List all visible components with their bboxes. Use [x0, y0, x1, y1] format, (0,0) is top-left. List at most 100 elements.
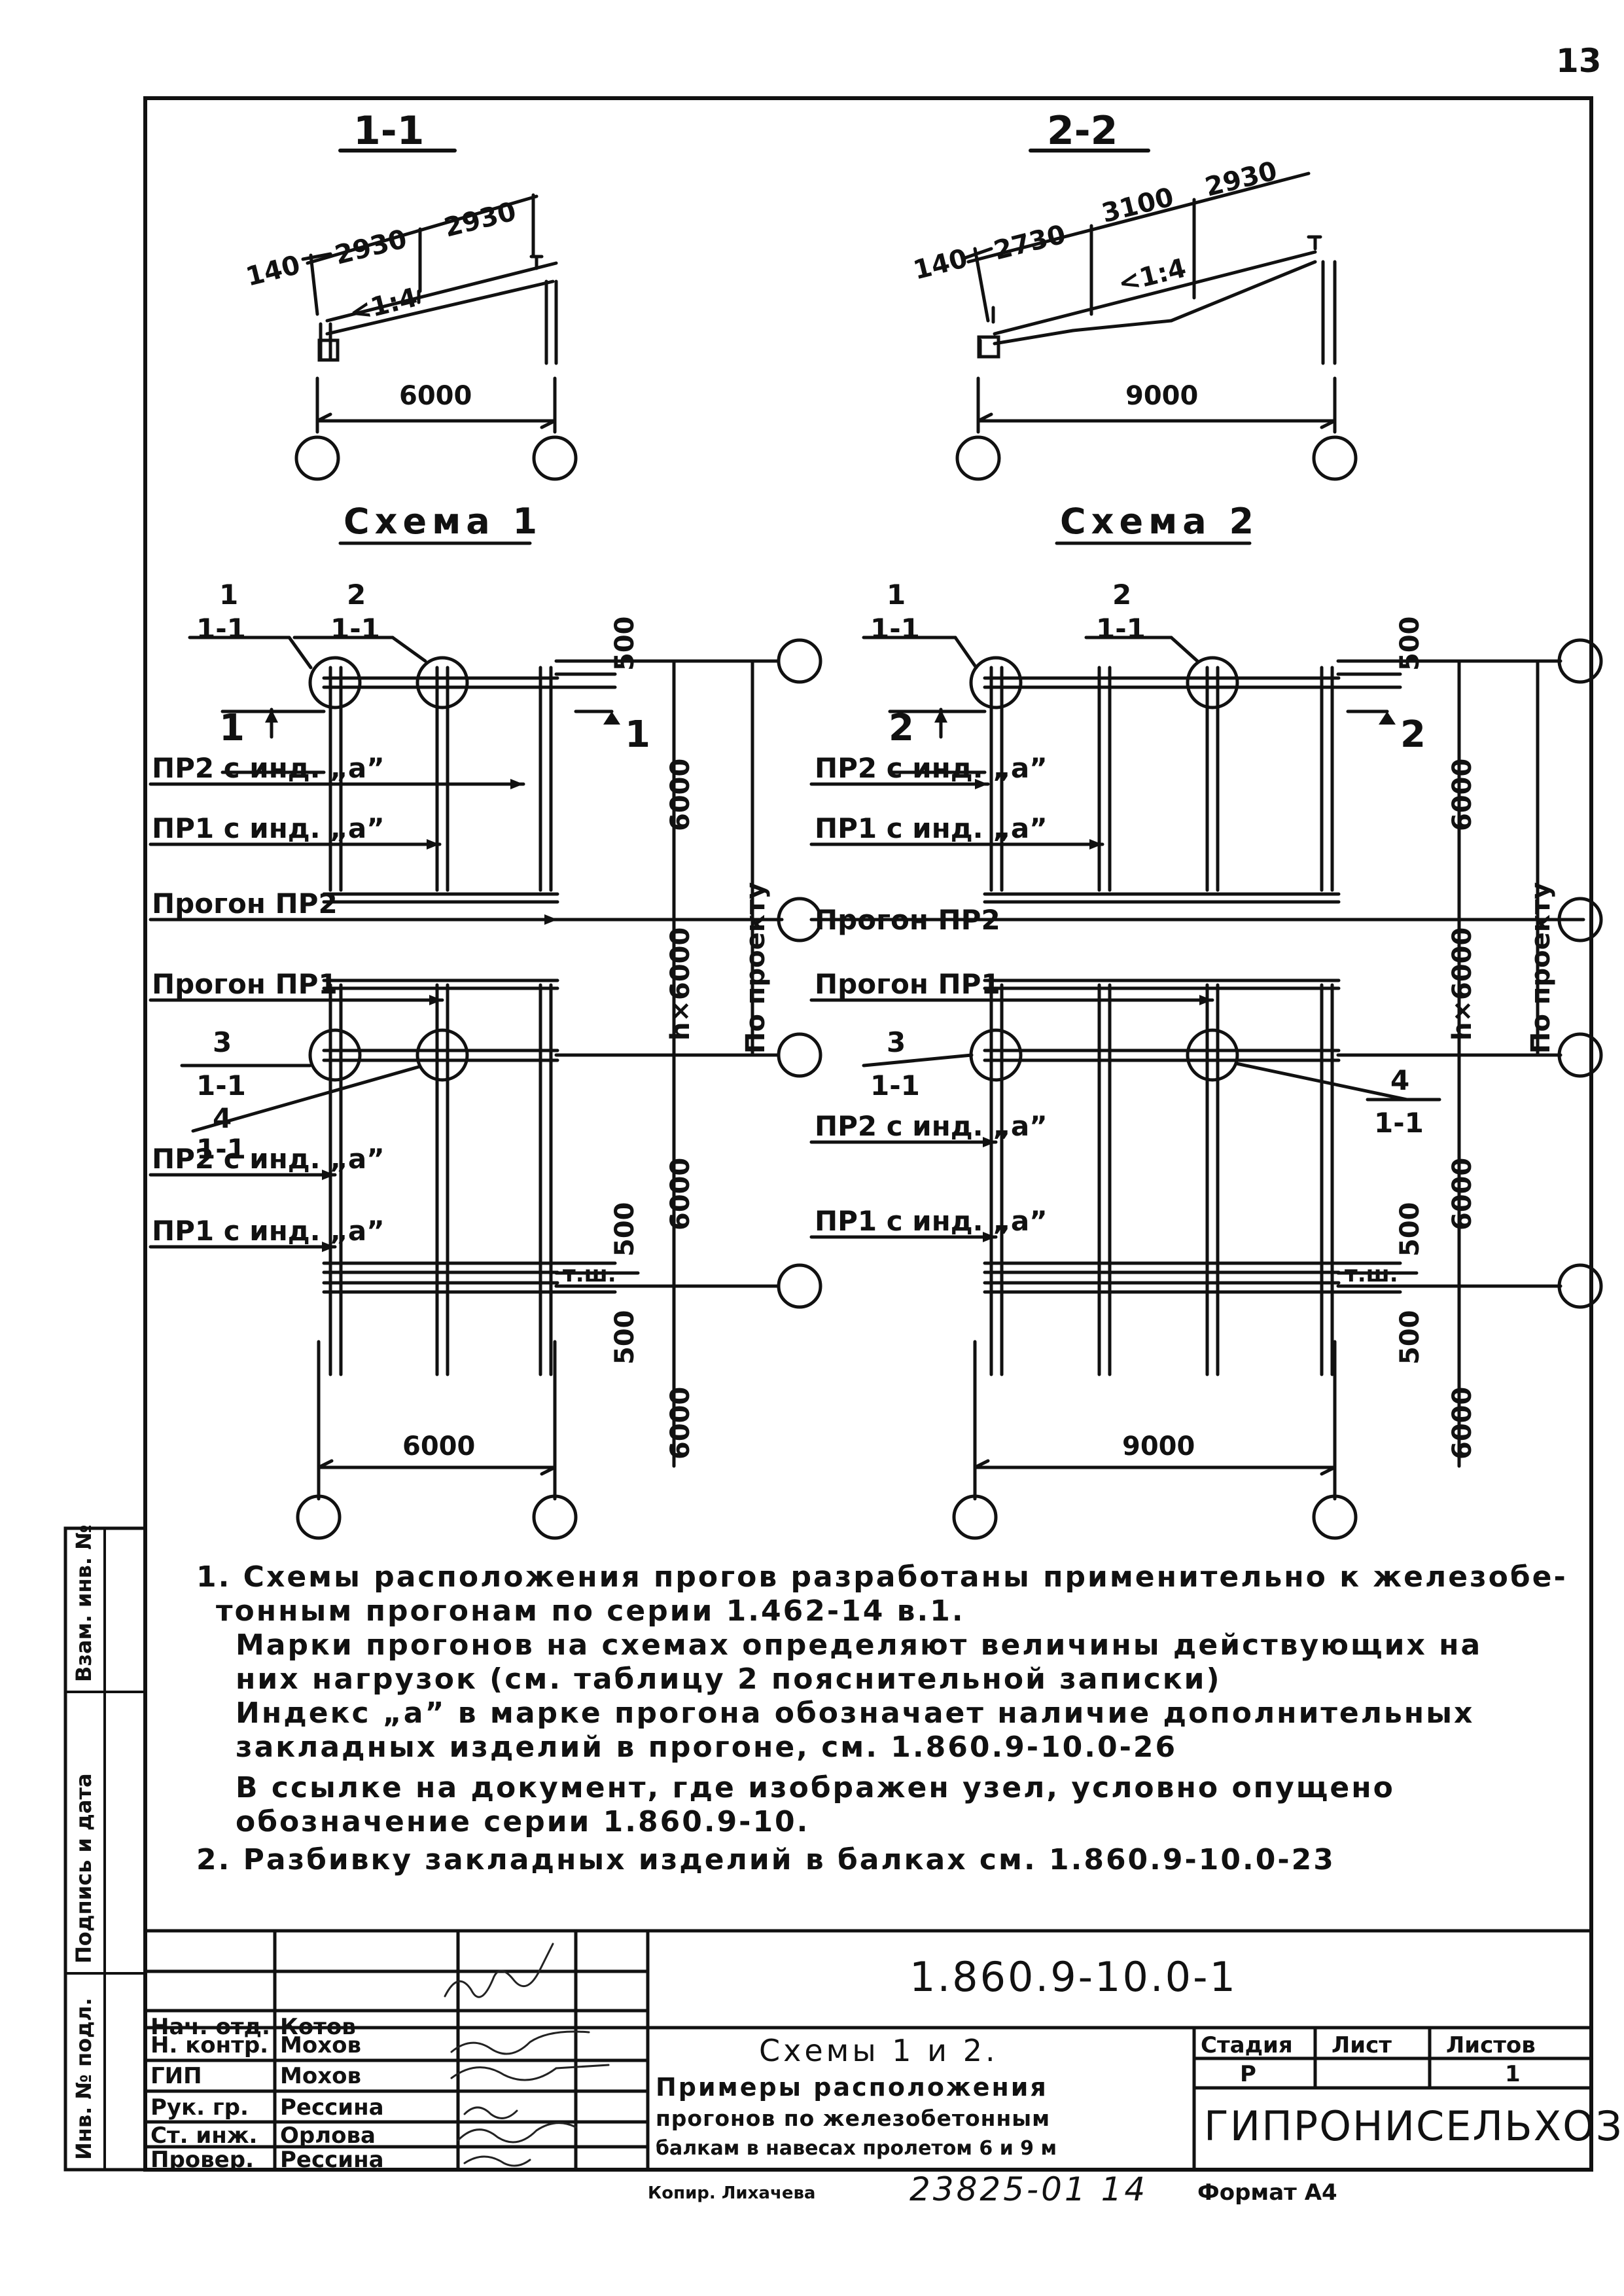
s1-vdim-500-low: 500: [610, 1310, 640, 1365]
scheme-2-drawing: [809, 636, 1603, 1540]
note-line-6: закладных изделий в прогоне, см. 1.860.9…: [236, 1731, 1178, 1764]
name-2: Мохов: [280, 2032, 361, 2058]
note-line-5: Индекс „а” в марке прогона обозначает на…: [236, 1696, 1475, 1730]
s1-vdim-6000-a: 6000: [665, 758, 696, 831]
s2-tw-label: т.ш.: [1345, 1261, 1398, 1287]
s1-callout-4-ref: 1-1: [196, 1133, 246, 1165]
drawing-title-line-3: балкам в навесах пролетом 6 и 9 м: [656, 2137, 1057, 2160]
role-1: Нач. отд.: [150, 2014, 270, 2040]
scheme-2-title: Схема 2: [1060, 501, 1260, 542]
drawing-title-line-2: прогонов по железобетонным: [656, 2106, 1051, 2131]
section-2-2-title: 2-2: [1047, 108, 1118, 154]
s1-label-pr2a-bottom: ПР2 с инд. „а”: [152, 1143, 385, 1175]
s1-label-pr2a-top: ПР2 с инд. „а”: [152, 752, 385, 784]
archive-number: 23825-01 14: [909, 2170, 1148, 2208]
section-2-2-drawing: [955, 149, 1358, 481]
scheme-1-drawing: [149, 636, 822, 1540]
side-stamp-signature-date: Подпись и дата: [71, 1773, 96, 1964]
scheme-1-title: Схема 1: [344, 501, 543, 542]
s1-cut-left: 1: [219, 707, 245, 749]
s1-callout-3-num: 3: [213, 1026, 232, 1058]
s2-label-pr2a-bottom: ПР2 с инд. „а”: [815, 1110, 1048, 1142]
page-number: 13: [1556, 42, 1602, 80]
s2-callout-3-ref: 1-1: [870, 1069, 920, 1102]
s2-span: 9000: [1125, 381, 1199, 411]
s2-callout-4-ref: 1-1: [1374, 1107, 1424, 1139]
s2-vdim-6000-b: 6000: [1447, 1157, 1477, 1230]
s1-callout-1-ref: 1-1: [196, 613, 246, 645]
name-3: Мохов: [280, 2063, 361, 2089]
side-stamp-inv-podl: Инв. № подл.: [71, 1998, 96, 2160]
note-line-9: 2. Разбивку закладных изделий в балках с…: [196, 1843, 1335, 1876]
s2-vdim-project: По проекту: [1526, 882, 1556, 1054]
s1-callout-2-ref: 1-1: [330, 613, 380, 645]
organization-name: ГИПРОНИСЕЛЬХОЗ: [1204, 2102, 1623, 2150]
s2-plan-span: 9000: [1122, 1431, 1195, 1462]
s2-vdim-6000-a: 6000: [1447, 758, 1477, 831]
s2-label-pr1a-top: ПР1 с инд. „а”: [815, 812, 1048, 844]
s2-label-pr1a-bottom: ПР1 с инд. „а”: [815, 1205, 1048, 1237]
name-6: Рессина: [280, 2147, 384, 2173]
value-sheets: 1: [1505, 2061, 1521, 2087]
s2-vdim-500-top: 500: [1395, 616, 1425, 672]
s1-vdim-6000-b: 6000: [665, 1157, 696, 1230]
value-stage: Р: [1240, 2061, 1256, 2087]
s2-cut-left: 2: [889, 707, 914, 749]
name-1: Котов: [280, 2014, 356, 2040]
s1-vdim-500-mid: 500: [610, 1202, 640, 1257]
s2-label-pr2: Прогон ПР2: [815, 904, 1000, 936]
s2-callout-1-ref: 1-1: [870, 613, 920, 645]
side-stamp-vzam-inv: Взам. инв. №: [71, 1524, 96, 1682]
s1-cut-right: 1: [625, 713, 650, 756]
s1-plan-span: 6000: [402, 1431, 476, 1462]
s1-label-pr1a-top: ПР1 с инд. „а”: [152, 812, 385, 844]
header-sheets: Листов: [1446, 2032, 1536, 2058]
section-1-1-title: 1-1: [353, 108, 425, 154]
s2-vdim-6000-c: 6000: [1447, 1386, 1477, 1460]
header-sheet: Лист: [1332, 2032, 1392, 2058]
s2-vdim-hx6000: h×6000: [1447, 927, 1477, 1041]
role-4: Рук. гр.: [150, 2094, 249, 2121]
role-6: Провер.: [150, 2147, 254, 2173]
s2-label-pr1: Прогон ПР1: [815, 968, 1000, 1000]
s2-vdim-500-low: 500: [1395, 1310, 1425, 1365]
s1-label-pr1: Прогон ПР1: [152, 968, 338, 1000]
s1-span: 6000: [399, 381, 472, 411]
note-line-2: тонным прогонам по серии 1.462-14 в.1.: [216, 1594, 965, 1628]
note-line-4: них нагрузок (см. таблицу 2 пояснительно…: [236, 1662, 1222, 1696]
s2-callout-2-num: 2: [1112, 579, 1132, 611]
sheet-frame: [143, 96, 1593, 2172]
role-3: ГИП: [150, 2063, 202, 2089]
doc-code: 1.860.9-10.0-1: [909, 1953, 1237, 2001]
note-line-1: 1. Схемы расположения прогов разработаны…: [196, 1560, 1568, 1594]
name-5: Орлова: [280, 2123, 376, 2149]
name-4: Рессина: [280, 2094, 384, 2121]
s1-callout-1-num: 1: [219, 579, 239, 611]
s1-vdim-project: По проекту: [741, 882, 771, 1054]
note-line-8: обозначение серии 1.860.9-10.: [236, 1805, 810, 1839]
s1-tw-label: т.ш.: [563, 1261, 616, 1287]
signatures: [444, 1943, 610, 2167]
section-1-1-drawing: [294, 149, 578, 481]
s2-callout-2-ref: 1-1: [1096, 613, 1146, 645]
title-block-lines: [143, 1929, 1593, 2172]
drawing-title-main: Схемы 1 и 2.: [759, 2033, 998, 2068]
copied-by: Копир. Лихачева: [648, 2183, 816, 2203]
role-5: Ст. инж.: [150, 2123, 258, 2149]
s1-vdim-6000-c: 6000: [665, 1386, 696, 1460]
s2-callout-1-num: 1: [887, 579, 906, 611]
s2-label-pr2a-top: ПР2 с инд. „а”: [815, 752, 1048, 784]
s1-callout-2-num: 2: [347, 579, 366, 611]
s2-vdim-500-mid: 500: [1395, 1202, 1425, 1257]
note-line-3: Марки прогонов на схемах определяют вели…: [236, 1628, 1483, 1662]
note-line-7: В ссылке на документ, где изображен узел…: [236, 1771, 1395, 1804]
s1-label-pr2: Прогон ПР2: [152, 888, 338, 920]
s2-callout-4-num: 4: [1390, 1064, 1410, 1096]
s1-callout-3-ref: 1-1: [196, 1069, 246, 1102]
s2-cut-right: 2: [1400, 713, 1426, 756]
s1-label-pr1a-bottom: ПР1 с инд. „а”: [152, 1215, 385, 1247]
s1-vdim-500-top: 500: [610, 616, 640, 672]
leader-arrows: [265, 709, 1396, 1252]
role-2: Н. контр.: [150, 2032, 269, 2058]
